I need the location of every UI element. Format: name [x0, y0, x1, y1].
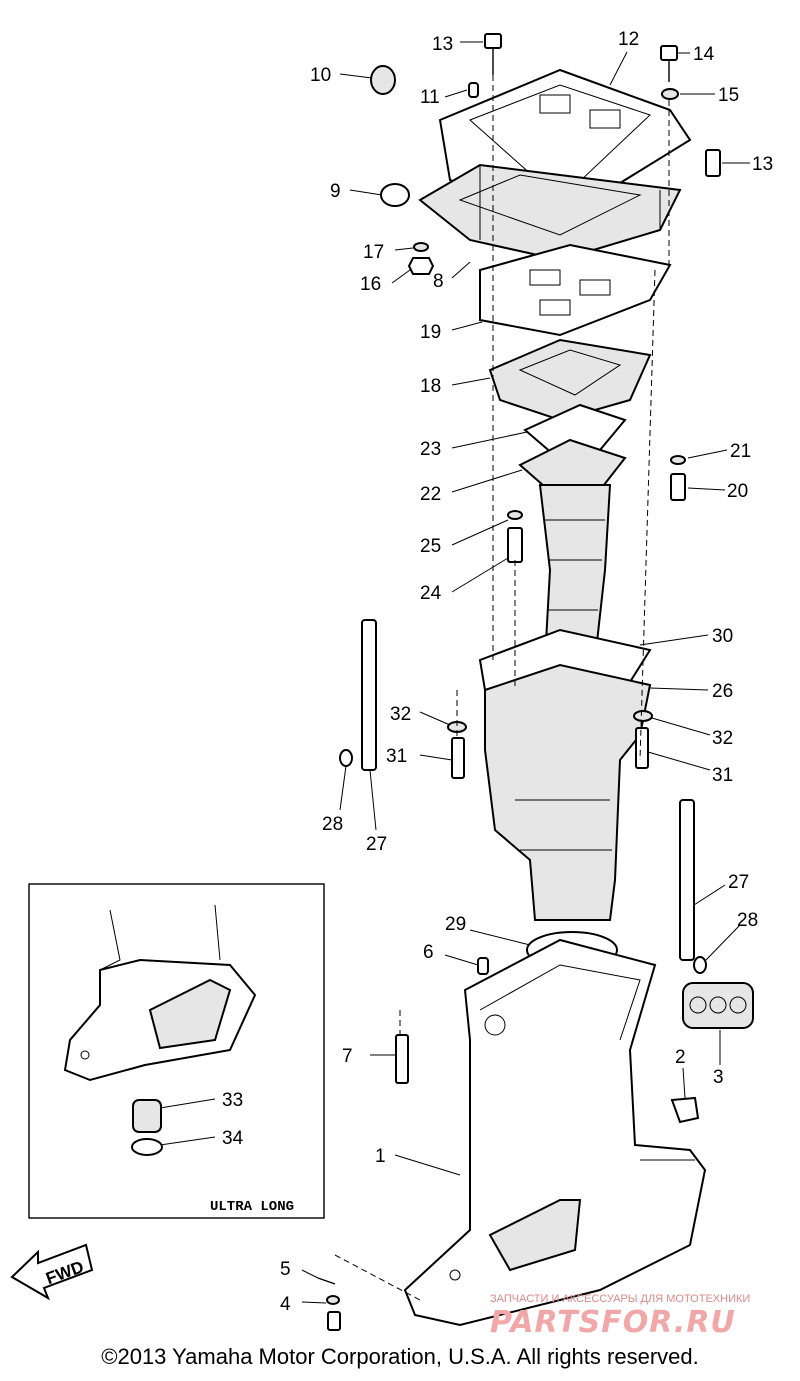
callout-15: 15 [718, 85, 739, 106]
callout-23: 23 [420, 439, 441, 460]
callout-4: 4 [280, 1294, 291, 1315]
callout-27-left: 27 [366, 834, 387, 855]
callout-34: 34 [222, 1128, 244, 1149]
assembly-dash-lines [334, 75, 670, 1301]
callout-30: 30 [712, 626, 733, 647]
callout-27-right: 27 [728, 872, 749, 893]
callout-25: 25 [420, 536, 441, 557]
leader-lines [159, 41, 750, 1304]
callout-24: 24 [420, 583, 442, 604]
callout-28-right: 28 [737, 910, 758, 931]
callout-8: 8 [433, 271, 444, 292]
callout-31-right: 31 [712, 765, 733, 786]
callout-28-left: 28 [322, 814, 343, 835]
fwd-arrow: FWD [10, 1243, 94, 1301]
callout-29: 29 [445, 914, 466, 935]
callout-20: 20 [727, 481, 748, 502]
callout-22: 22 [420, 484, 441, 505]
callout-33: 33 [222, 1090, 243, 1111]
callout-14: 14 [693, 44, 715, 65]
ultra-long-inset: ULTRA LONG [28, 883, 325, 1219]
callout-9: 9 [330, 181, 341, 202]
callout-13-right: 13 [752, 154, 773, 175]
copyright-notice: ©2013 Yamaha Motor Corporation, U.S.A. A… [101, 1344, 699, 1369]
gasket-19-shape [479, 243, 672, 337]
callout-11: 11 [420, 87, 440, 108]
callout-16: 16 [360, 274, 381, 295]
callout-6: 6 [423, 942, 434, 963]
callout-7: 7 [342, 1046, 353, 1067]
callout-5: 5 [280, 1259, 291, 1280]
callout-numbers: 1 2 3 4 5 6 7 8 9 10 11 12 13 13 14 15 1… [222, 29, 773, 1315]
callout-13-top: 13 [432, 34, 453, 55]
upper-casing-shape [484, 663, 652, 921]
callout-32-right: 32 [712, 728, 733, 749]
callout-18: 18 [420, 376, 441, 397]
callout-17: 17 [363, 242, 384, 263]
exhaust-guide-group [418, 68, 692, 262]
inset-label: ULTRA LONG [210, 1199, 294, 1215]
callout-3: 3 [713, 1067, 724, 1088]
lower-casing-shape [403, 938, 707, 1327]
callout-12: 12 [618, 29, 639, 50]
watermark: ЗАПЧАСТИ И АКСЕССУАРЫ ДЛЯ МОТОТЕХНИКИ PA… [490, 1293, 750, 1340]
callout-1: 1 [375, 1146, 386, 1167]
callout-26: 26 [712, 681, 733, 702]
callout-32-left: 32 [390, 704, 411, 725]
callout-2: 2 [675, 1047, 686, 1068]
watermark-line2: PARTSFOR.RU [490, 1305, 736, 1340]
callout-19: 19 [420, 322, 441, 343]
plate-18-shape [488, 338, 652, 422]
callout-10: 10 [310, 65, 331, 86]
callout-31-left: 31 [386, 746, 407, 767]
watermark-line1: ЗАПЧАСТИ И АКСЕССУАРЫ ДЛЯ МОТОТЕХНИКИ [490, 1293, 750, 1305]
callout-21: 21 [730, 441, 751, 462]
